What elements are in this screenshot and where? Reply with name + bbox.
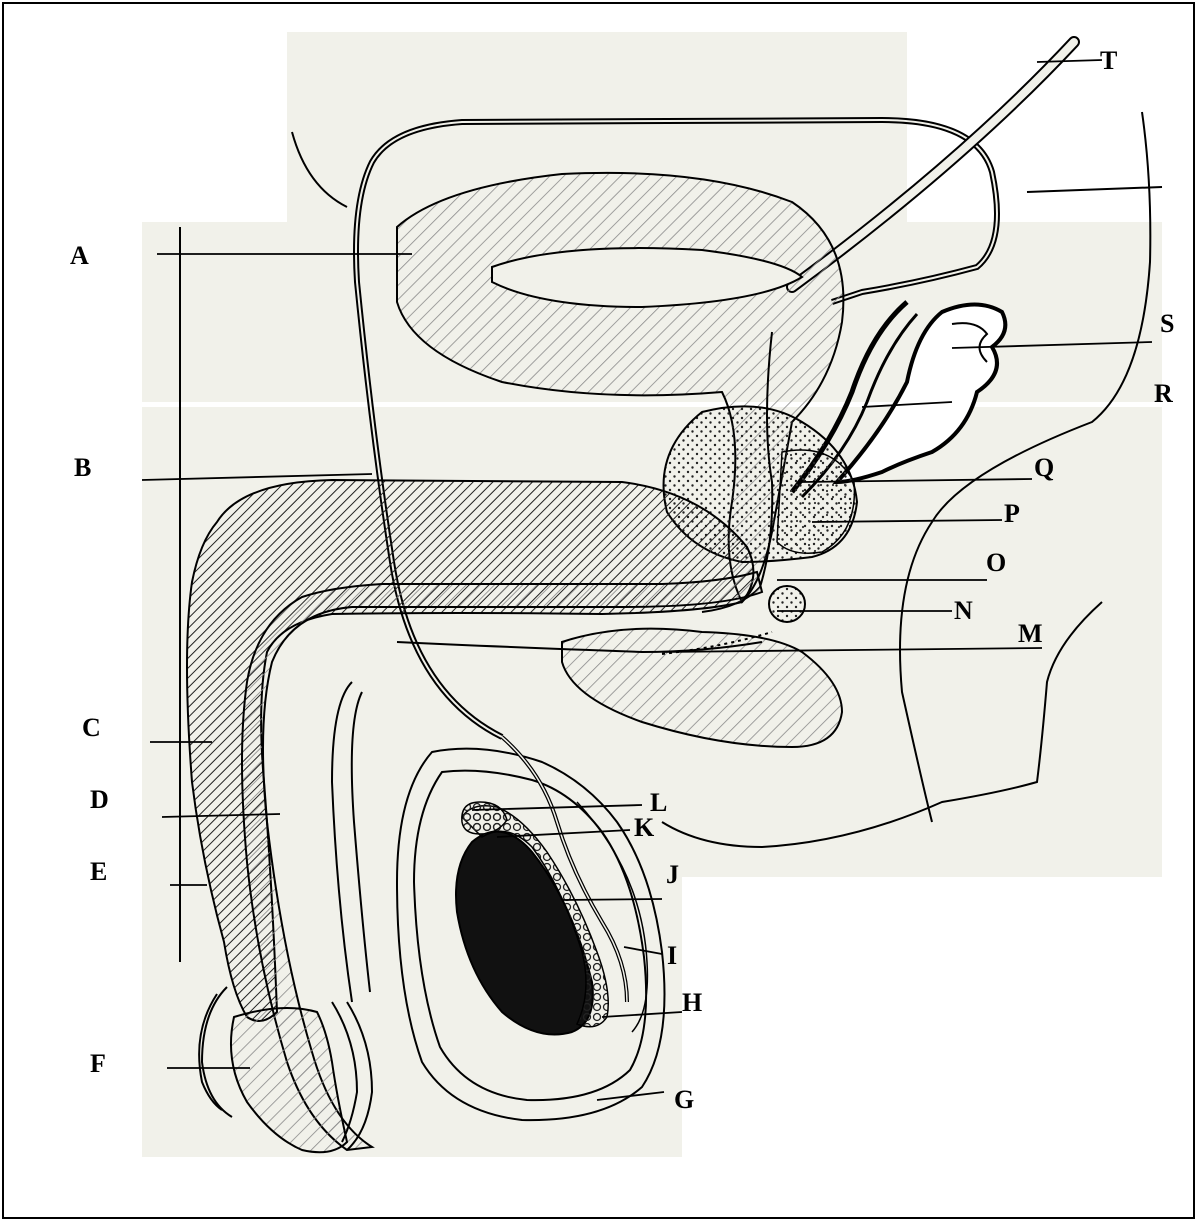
label-m: M xyxy=(1018,619,1043,648)
label-a: A xyxy=(70,241,89,270)
label-g: G xyxy=(674,1085,694,1114)
label-c: C xyxy=(82,713,101,742)
label-q: Q xyxy=(1034,453,1054,482)
label-s: S xyxy=(1160,309,1174,338)
label-b: B xyxy=(74,453,91,482)
label-n: N xyxy=(954,596,973,625)
label-t: T xyxy=(1100,46,1117,75)
bulbourethral-gland xyxy=(769,586,805,622)
label-l: L xyxy=(650,788,667,817)
label-i: I xyxy=(667,941,677,970)
label-p: P xyxy=(1004,499,1020,528)
label-e: E xyxy=(90,857,107,886)
label-h: H xyxy=(682,988,702,1017)
label-r: R xyxy=(1154,379,1173,408)
label-d: D xyxy=(90,785,109,814)
label-k: K xyxy=(634,813,655,842)
reproductive-anatomy-diagram: A B C D E F G H I J K L M N O P Q R S T xyxy=(4,4,1197,1221)
label-f: F xyxy=(90,1049,106,1078)
label-j: J xyxy=(666,860,679,889)
label-o: O xyxy=(986,548,1006,577)
